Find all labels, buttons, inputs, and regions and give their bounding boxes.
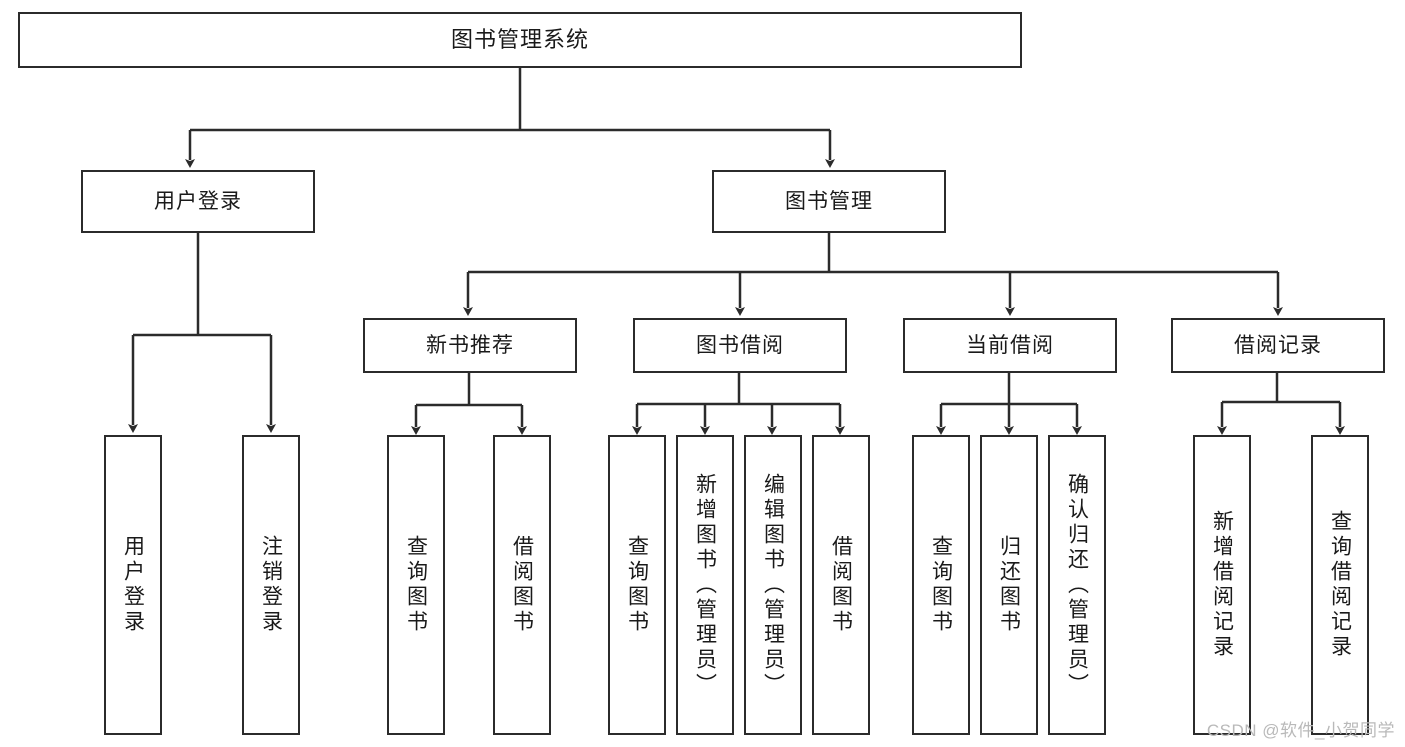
node-user-login[interactable]: 用户登录: [81, 170, 315, 233]
node-root[interactable]: 图书管理系统: [18, 12, 1022, 68]
node-current-borrow-label: 当前借阅: [966, 333, 1054, 357]
leaf-return-book[interactable]: 归还图书: [980, 435, 1038, 735]
leaf-query-record[interactable]: 查询借阅记录: [1311, 435, 1369, 735]
leaf-add-record[interactable]: 新增借阅记录: [1193, 435, 1251, 735]
leaf-return-book-label: 归还图书: [997, 535, 1021, 635]
leaf-query-book-2-label: 查询图书: [625, 535, 649, 635]
node-borrow-record-label: 借阅记录: [1234, 333, 1322, 357]
leaf-edit-book-label: 编辑图书（管理员）: [761, 472, 785, 698]
node-book-manage[interactable]: 图书管理: [712, 170, 946, 233]
leaf-user-logout[interactable]: 注销登录: [242, 435, 300, 735]
leaf-query-book-3-label: 查询图书: [929, 535, 953, 635]
leaf-query-book-1-label: 查询图书: [404, 535, 428, 635]
leaf-borrow-book-1-label: 借阅图书: [510, 535, 534, 635]
leaf-query-book-2[interactable]: 查询图书: [608, 435, 666, 735]
node-new-book-recommend[interactable]: 新书推荐: [363, 318, 577, 373]
node-book-borrow-label: 图书借阅: [696, 333, 784, 357]
leaf-user-login[interactable]: 用户登录: [104, 435, 162, 735]
leaf-edit-book[interactable]: 编辑图书（管理员）: [744, 435, 802, 735]
node-user-login-label: 用户登录: [154, 189, 242, 213]
leaf-query-book-1[interactable]: 查询图书: [387, 435, 445, 735]
leaf-confirm-return-label: 确认归还（管理员）: [1065, 472, 1089, 698]
leaf-borrow-book-2[interactable]: 借阅图书: [812, 435, 870, 735]
node-new-book-recommend-label: 新书推荐: [426, 333, 514, 357]
leaf-user-login-label: 用户登录: [121, 535, 145, 635]
node-root-label: 图书管理系统: [450, 26, 589, 52]
csdn-watermark: CSDN @软件_小贺同学: [1206, 721, 1395, 740]
leaf-borrow-book-2-label: 借阅图书: [829, 535, 853, 635]
node-borrow-record[interactable]: 借阅记录: [1171, 318, 1385, 373]
leaf-query-record-label: 查询借阅记录: [1328, 510, 1352, 660]
leaf-confirm-return[interactable]: 确认归还（管理员）: [1048, 435, 1106, 735]
node-book-borrow[interactable]: 图书借阅: [633, 318, 847, 373]
leaf-user-logout-label: 注销登录: [259, 535, 283, 635]
node-current-borrow[interactable]: 当前借阅: [903, 318, 1117, 373]
leaf-add-book[interactable]: 新增图书（管理员）: [676, 435, 734, 735]
leaf-add-record-label: 新增借阅记录: [1210, 510, 1234, 660]
node-book-manage-label: 图书管理: [785, 189, 873, 213]
leaf-add-book-label: 新增图书（管理员）: [693, 472, 717, 698]
leaf-borrow-book-1[interactable]: 借阅图书: [493, 435, 551, 735]
leaf-query-book-3[interactable]: 查询图书: [912, 435, 970, 735]
